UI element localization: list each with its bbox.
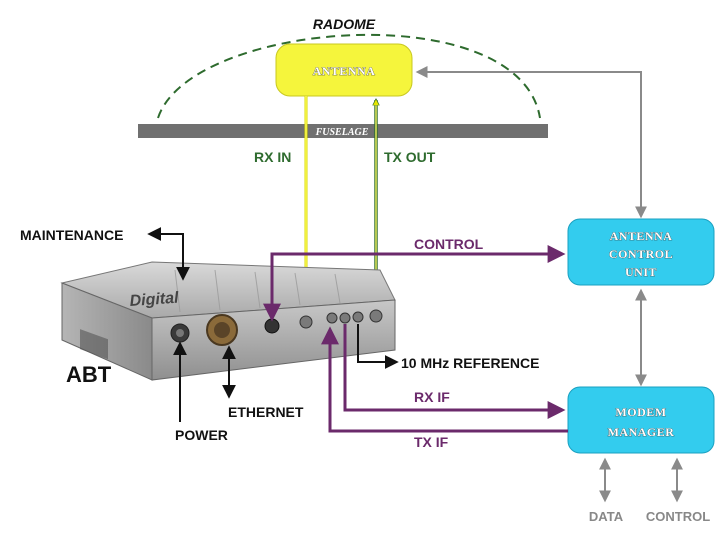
power-label: POWER — [175, 427, 228, 443]
rx-if-label: RX IF — [414, 389, 450, 405]
modem-label-line1: MODEM — [615, 405, 666, 419]
rx-in-connector — [299, 315, 313, 329]
device-brand-label: Digital — [129, 290, 180, 310]
tx-out-label: TX OUT — [384, 149, 436, 165]
tx-if-label: TX IF — [414, 434, 449, 450]
control-bottom-label: CONTROL — [646, 509, 710, 524]
data-label: DATA — [589, 509, 624, 524]
tx-if-connector — [326, 312, 338, 324]
tx-if-line — [321, 326, 568, 433]
fuselage-label: FUSELAGE — [315, 127, 369, 138]
rx-if-connector — [339, 312, 351, 324]
acu-label-line3: UNIT — [625, 265, 657, 279]
control-top-line — [263, 245, 566, 322]
rx-in-label: RX IN — [254, 149, 291, 165]
ethernet-label: ETHERNET — [228, 404, 304, 420]
ref-connector — [352, 311, 364, 323]
maintenance-arrow — [147, 227, 190, 281]
antenna-acu-link — [415, 66, 647, 219]
tx-out-connector — [369, 309, 383, 323]
acu-label-line2: CONTROL — [609, 247, 673, 261]
rx-if-line — [343, 324, 566, 419]
maintenance-label: MAINTENANCE — [20, 227, 123, 243]
antenna-control-unit-box[interactable] — [567, 218, 715, 286]
control-top-label: CONTROL — [414, 236, 484, 252]
antenna-box[interactable] — [275, 43, 413, 97]
control-connector — [264, 318, 280, 334]
acu-label-line1: ANTENNA — [610, 229, 673, 243]
radome-label: RADOME — [313, 16, 376, 32]
ref-10mhz-label: 10 MHz REFERENCE — [401, 355, 539, 371]
abt-label: ABT — [66, 362, 112, 387]
modem-manager-box[interactable] — [567, 386, 715, 454]
ref-10mhz-arrow — [357, 324, 399, 369]
antenna-label: ANTENNA — [313, 64, 376, 78]
modem-label-line2: MANAGER — [608, 425, 675, 439]
